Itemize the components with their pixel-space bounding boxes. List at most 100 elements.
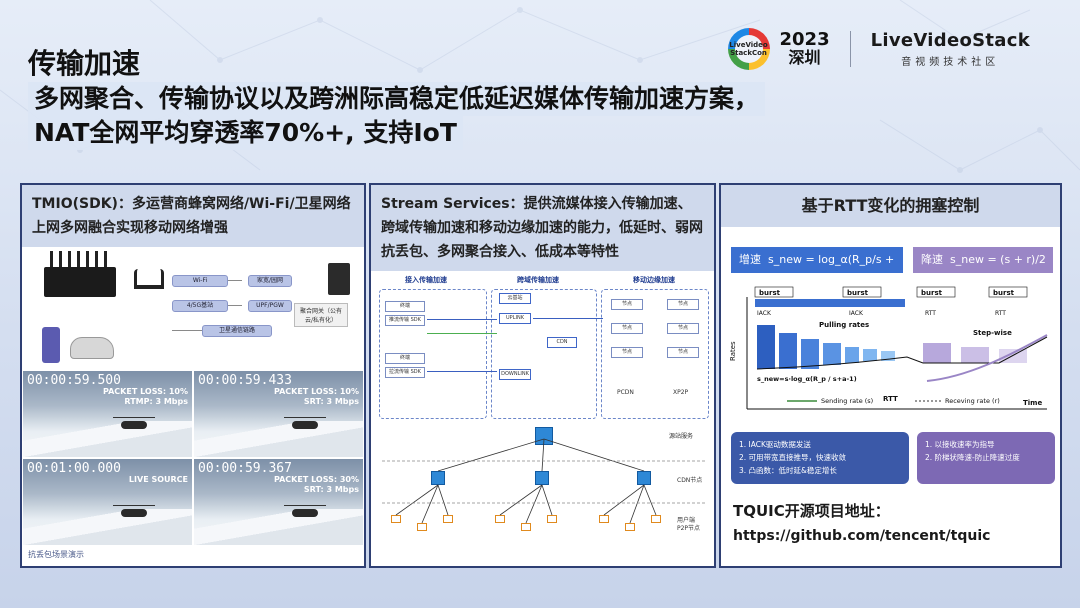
slide-subtitle-line2: NAT全网平均穿透率70%+, 支持IoT: [28, 116, 463, 150]
y-axis-label: Rates: [729, 341, 737, 361]
video-timestamp: 00:00:59.500: [27, 373, 121, 388]
slide-title: 传输加速: [28, 47, 141, 80]
phone-icon: [42, 327, 60, 363]
user-node-icon: [625, 523, 635, 531]
video-info: PACKET LOSS: 10%SRT: 3 Mbps: [273, 387, 359, 406]
stream-architecture-diagram: 接入传输加速 跨域传输加速 移动边缘加速 终端 推流传输 SDK 终端 拉流传输…: [377, 271, 709, 561]
sending-rate-legend: Sending rate (s): [821, 397, 873, 405]
rtt-label: RTT: [995, 310, 1006, 317]
rtt-label: RTT: [925, 310, 936, 317]
note-line: 1. IACK驱动数据发送: [739, 440, 811, 449]
slide-subtitle-line1: 多网聚合、传输协议以及跨洲际高稳定低延迟媒体传输加速方案，: [28, 82, 766, 116]
panel-congestion-control: 基于RTT变化的拥塞控制 增速 s_new = log_α(R_p/s + a …: [719, 183, 1062, 568]
decrease-formula-box: 降速 s_new = (s + r)/2: [913, 247, 1053, 273]
brand-divider: [849, 31, 851, 67]
flow-arrow: [427, 333, 497, 334]
terminal-node: 终端: [385, 353, 425, 364]
user-node-label: 用户端 P2P节点: [677, 517, 701, 532]
demo-caption: 抗丢包场景演示: [28, 550, 84, 559]
user-node-icon: [417, 523, 427, 531]
iack-label: IACK: [757, 310, 772, 317]
note-line: 1. 以接收速率为指导: [925, 440, 995, 449]
zone-edge: [601, 289, 709, 419]
burst-label: burst: [921, 289, 943, 297]
cdn-node: CDN: [547, 337, 577, 348]
edge-node: 节点: [611, 347, 643, 358]
increase-notes: 1. IACK驱动数据发送 2. 可用带宽直接推导，快速收敛 3. 凸函数：低时…: [731, 432, 909, 484]
x-axis-label: Time: [1023, 399, 1042, 407]
origin-label: 源站服务: [669, 433, 694, 440]
pulling-rate-bars: [757, 325, 895, 369]
flow-arrow: [427, 371, 497, 372]
multi-network-diagram: Wi-Fi 4/5G基站 卫星通信链路 家宽/园网 UPF/PGW 聚合网关（公…: [22, 247, 364, 371]
tquic-project-link[interactable]: https://github.com/tencent/tquic: [733, 528, 991, 544]
rate-formula-boxes: 增速 s_new = log_α(R_p/s + a − 1) 降速 s_new…: [731, 247, 1053, 292]
rate-chart: Rates Time burst burst burst burst IACK …: [729, 285, 1048, 410]
burst-label: burst: [759, 289, 781, 297]
stepwise-label: Step-wise: [973, 329, 1012, 337]
event-year: 2023: [779, 29, 830, 50]
wifi-link: Wi-Fi: [172, 275, 228, 287]
brand-name: LiveVideoStack: [870, 30, 1030, 51]
brand-tagline: 音视频技术社区: [901, 57, 1000, 68]
user-node-icon: [521, 523, 531, 531]
cdn-server-icon: [535, 471, 549, 485]
zone-cross-domain: [491, 289, 597, 419]
edge-node: 节点: [667, 299, 699, 310]
cdn-links: [382, 438, 707, 524]
pcdn-label: PCDN: [617, 389, 634, 396]
helicopter-image: [284, 505, 327, 517]
terminal-node: 终端: [385, 301, 425, 312]
panel-tmio-sdk: TMIO(SDK)：多运营商蜂窝网络/Wi-Fi/卫星网络上网多网融合实现移动网…: [20, 183, 366, 568]
snew-formula-label: s_new=s·log_α(R_p / s+a-1): [757, 375, 857, 383]
xp2p-label: XP2P: [673, 389, 689, 396]
decrease-notes: 1. 以接收速率为指导 2. 阶梯状降速-防止降速过度: [917, 432, 1055, 484]
zone-access: [379, 289, 487, 419]
event-city: 深圳: [788, 48, 821, 67]
helicopter-image: [113, 417, 156, 429]
pulling-rates-label: Pulling rates: [819, 321, 869, 329]
slide-title-block: 传输加速 多网聚合、传输协议以及跨洲际高稳定低延迟媒体传输加速方案， NAT全网…: [28, 46, 898, 150]
video-timestamp: 00:00:59.367: [198, 461, 292, 476]
flow-arrow: [533, 318, 603, 319]
video-info: PACKET LOSS: 10%RTMP: 3 Mbps: [102, 387, 188, 406]
flow-arrow: [427, 319, 497, 320]
note-line: 2. 可用带宽直接推导，快速收敛: [739, 453, 847, 462]
event-logo: LiveVideo StackCon: [727, 28, 770, 70]
user-node-icon: [495, 515, 505, 523]
brand-bar: LiveVideo StackCon 2023 深圳 LiveVideoStac…: [727, 28, 1031, 70]
panel-heading: TMIO(SDK)：多运营商蜂窝网络/Wi-Fi/卫星网络上网多网融合实现移动网…: [22, 185, 364, 247]
video-cell: 00:00:59.367 PACKET LOSS: 30%SRT: 3 Mbps: [194, 459, 363, 545]
server-icon: [328, 263, 350, 295]
event-info: 2023 深圳: [780, 31, 830, 67]
satellite-link: 卫星通信链路: [202, 325, 272, 337]
user-node-icon: [599, 515, 609, 523]
brand-name-block: LiveVideoStack 音视频技术社区: [871, 30, 1030, 68]
video-info: LIVE SOURCE: [128, 475, 188, 484]
home-broadband-link: 家宽/园网: [248, 275, 292, 287]
cdn-server-icon: [431, 471, 445, 485]
aggregation-gateway: 聚合网关（公有云/私有化）: [294, 303, 348, 327]
edge-node: 节点: [667, 323, 699, 334]
cdn-node-label: CDN节点: [677, 477, 703, 484]
cdn-server-icon: [637, 471, 651, 485]
video-cell: 00:00:59.500 PACKET LOSS: 10%RTMP: 3 Mbp…: [23, 371, 192, 457]
edge-node: 节点: [611, 299, 643, 310]
user-node-icon: [547, 515, 557, 523]
router-device-icon: [44, 251, 116, 297]
zone-title: 接入传输加速: [405, 276, 447, 284]
video-info: PACKET LOSS: 30%SRT: 3 Mbps: [273, 475, 359, 494]
video-cell: 00:00:59.433 PACKET LOSS: 10%SRT: 3 Mbps: [194, 371, 363, 457]
downlink-node: DOWNLINK: [499, 369, 531, 380]
video-cell: 00:01:00.000 LIVE SOURCE: [23, 459, 192, 545]
increase-formula-box: 增速 s_new = log_α(R_p/s + a − 1): [731, 247, 903, 292]
panel-stream-services: Stream Services：提供流媒体接入传输加速、跨域传输加速和移动边缘加…: [369, 183, 716, 568]
video-timestamp: 00:01:00.000: [27, 461, 121, 476]
burst-label: burst: [847, 289, 869, 297]
pull-sdk-node: 拉流传输 SDK: [385, 367, 425, 378]
car-icon: [70, 337, 114, 359]
zone-title: 移动边缘加速: [633, 276, 675, 284]
rtt-label: RTT: [883, 395, 898, 403]
user-node-icon: [651, 515, 661, 523]
iack-label: IACK: [849, 310, 864, 317]
